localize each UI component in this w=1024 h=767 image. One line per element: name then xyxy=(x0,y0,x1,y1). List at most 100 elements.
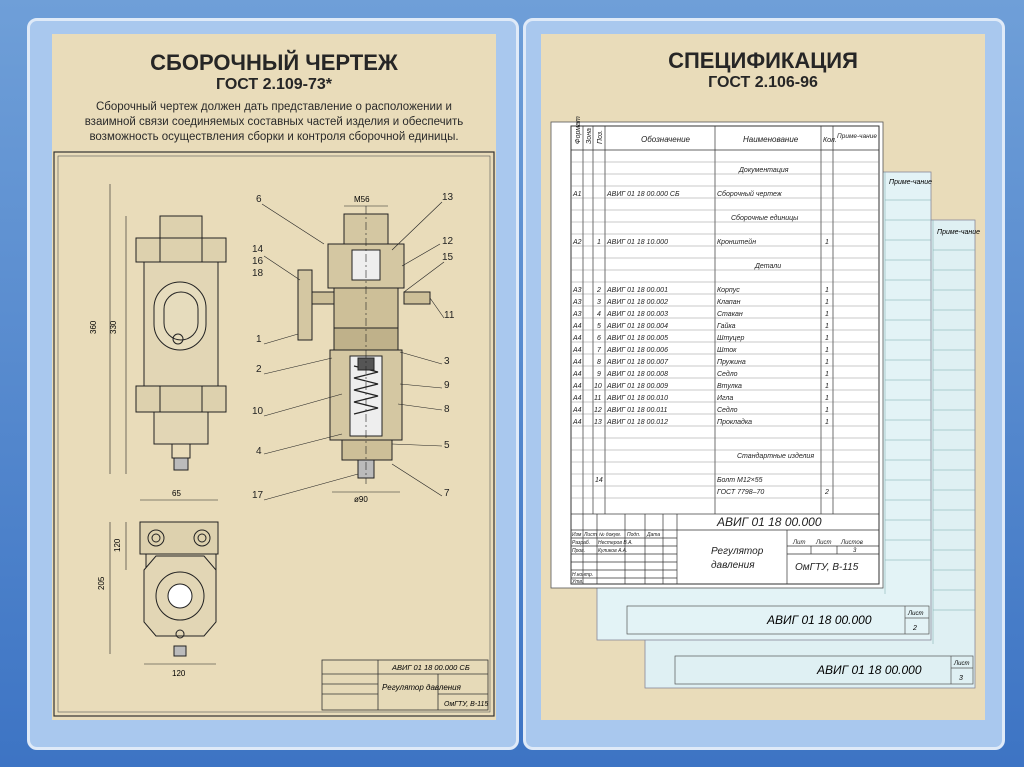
part-qty: 1 xyxy=(825,383,829,390)
part-designation: АВИГ 01 18 00.004 xyxy=(606,323,668,330)
part-designation: АВИГ 01 18 00.002 xyxy=(606,299,668,306)
part-pos: 12 xyxy=(594,407,602,414)
tb-prov-name: Куликов А.А. xyxy=(598,548,628,554)
dim-width-top: 65 xyxy=(172,489,181,498)
dim-height-side-total: 205 xyxy=(97,576,106,590)
tb-name-line2: давления xyxy=(711,560,755,571)
part-designation: АВИГ 01 18 00.012 xyxy=(606,419,668,426)
sheet2-sheet-label: Лист xyxy=(907,611,923,617)
part-name: Втулка xyxy=(717,383,742,390)
part-designation: АВИГ 01 18 00.003 xyxy=(606,311,668,318)
part-pos: 8 xyxy=(597,359,601,366)
callout-9: 9 xyxy=(444,380,450,391)
part-format: А3 xyxy=(572,287,582,294)
dim-height-total: 360 xyxy=(89,320,98,334)
part-name: Седло xyxy=(717,370,738,378)
part-qty: 1 xyxy=(825,287,829,294)
tb-name-line1: Регулятор xyxy=(711,546,764,557)
tb-col-date: Дата xyxy=(646,532,660,538)
tb-col-izm: Изм xyxy=(572,532,582,538)
sheet3-sheet-num: 3 xyxy=(959,675,963,682)
specification-sheets: Приме-чание АВИГ 01 18 00.000 Лист 3 xyxy=(550,116,980,689)
part-designation: АВИГ 01 18 00.007 xyxy=(606,359,669,366)
section-parts: Детали xyxy=(754,263,781,270)
part-format: А4 xyxy=(572,359,582,366)
std-name-0: Болт М12×55 xyxy=(717,477,763,484)
tb-row-prov: Пров. xyxy=(572,548,585,554)
asm-designation: АВИГ 01 18 10.000 xyxy=(606,239,668,246)
part-designation: АВИГ 01 18 00.001 xyxy=(606,287,668,294)
sheet3-sheet-label: Лист xyxy=(953,661,969,667)
part-designation: АВИГ 01 18 00.011 xyxy=(606,407,668,414)
specification-poster: СПЕЦИФИКАЦИЯ ГОСТ 2.106-96 Приме-чани xyxy=(541,34,985,720)
tb-lit: Лит xyxy=(792,540,805,546)
col-qty: Кол. xyxy=(823,137,837,144)
callout-10: 10 xyxy=(252,406,264,417)
tb-sheet: Лист xyxy=(815,540,831,546)
title-block-name: Регулятор давления xyxy=(382,683,462,692)
poster-title: СПЕЦИФИКАЦИЯ xyxy=(668,48,858,73)
asm-qty: 1 xyxy=(825,239,829,246)
doc-name: Сборочный чертеж xyxy=(717,190,783,198)
tb-row-razrab: Разраб. xyxy=(572,540,590,546)
part-format: А4 xyxy=(572,419,582,426)
part-format: А4 xyxy=(572,323,582,330)
part-name: Клапан xyxy=(717,299,741,306)
part-format: А3 xyxy=(572,311,582,318)
poster-description: Сборочный чертеж должен дать представлен… xyxy=(84,101,464,143)
callout-6: 6 xyxy=(256,194,262,205)
part-qty: 1 xyxy=(825,395,829,402)
callout-1: 1 xyxy=(256,334,262,345)
col-note: Приме-чание xyxy=(837,133,877,140)
callout-18: 18 xyxy=(252,268,264,279)
tb-razrab-name: Нестеров В.А. xyxy=(598,540,633,546)
callout-11: 11 xyxy=(444,310,455,321)
section-docs: Документация xyxy=(738,167,789,174)
asm-format: А2 xyxy=(572,239,582,246)
part-qty: 1 xyxy=(825,359,829,366)
part-qty: 1 xyxy=(825,323,829,330)
tb-col-sign: Подп. xyxy=(627,532,640,538)
part-designation: АВИГ 01 18 00.005 xyxy=(606,335,668,342)
part-format: А4 xyxy=(572,335,582,342)
tb-row-utv: Утв. xyxy=(572,579,583,585)
poster-standard: ГОСТ 2.106-96 xyxy=(708,74,818,91)
col-name: Наименование xyxy=(743,135,799,144)
col-designation: Обозначение xyxy=(641,135,691,144)
doc-designation: АВИГ 01 18 00.000 СБ xyxy=(606,191,680,198)
assembly-drawing-poster: СБОРОЧНЫЙ ЧЕРТЕЖ ГОСТ 2.109-73* Сборочны… xyxy=(52,34,496,720)
part-designation: АВИГ 01 18 00.006 xyxy=(606,347,668,354)
sheet2-sheet-num: 2 xyxy=(912,625,917,632)
dim-height-body: 330 xyxy=(109,320,118,334)
part-format: А4 xyxy=(572,395,582,402)
part-format: А4 xyxy=(572,407,582,414)
tb-sheets-total: 3 xyxy=(853,548,857,554)
sheet3-note-header: Приме-чание xyxy=(937,229,980,236)
sheet2-code: АВИГ 01 18 00.000 xyxy=(766,613,872,627)
callout-7: 7 xyxy=(444,488,450,499)
part-name: Шток xyxy=(717,347,737,354)
part-pos: 11 xyxy=(594,395,601,402)
callout-2: 2 xyxy=(256,364,262,375)
part-name: Прокладка xyxy=(717,418,752,426)
part-name: Игла xyxy=(717,395,733,402)
part-designation: АВИГ 01 18 00.009 xyxy=(606,383,668,390)
std-pos-0: 14 xyxy=(595,477,603,484)
part-qty: 1 xyxy=(825,419,829,426)
part-pos: 5 xyxy=(597,323,601,330)
part-format: А4 xyxy=(572,347,582,354)
part-format: А4 xyxy=(572,383,582,390)
title-block-code: АВИГ 01 18 00.000 СБ xyxy=(391,663,470,672)
assembly-drawing: 360 330 М56 ø90 xyxy=(53,151,495,717)
part-pos: 6 xyxy=(597,335,601,342)
part-designation: АВИГ 01 18 00.008 xyxy=(606,371,668,378)
callout-12: 12 xyxy=(442,236,454,247)
sheet2-note-header: Приме-чание xyxy=(889,179,932,186)
dim-diameter: ø90 xyxy=(354,495,368,504)
callout-13: 13 xyxy=(442,192,454,203)
std-qty-1: 2 xyxy=(824,489,829,496)
part-qty: 1 xyxy=(825,311,829,318)
poster-standard: ГОСТ 2.109-73* xyxy=(215,76,333,93)
dim-width-bottom: 120 xyxy=(172,669,186,678)
